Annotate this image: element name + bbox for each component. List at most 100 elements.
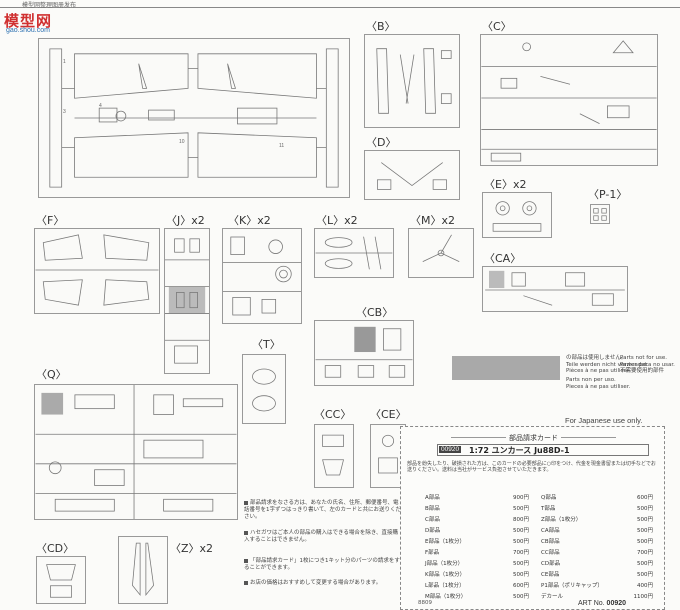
sprue-t-label: 〈T〉 <box>252 338 281 351</box>
bullet-icon <box>244 580 248 585</box>
order-note: 部品請求をなさる方は、あなたの氏名、住所、郵便番号、電話番号を1字ずつはっきり書… <box>244 500 402 520</box>
sprue-t-frame <box>242 354 286 424</box>
price-value: 700円 <box>513 550 529 556</box>
sprue-k-drawing <box>223 236 301 316</box>
price-part-name: CB部品 <box>541 539 560 545</box>
part-number: 1 <box>63 59 66 65</box>
price-part-name: CC部品 <box>541 550 560 556</box>
sprue-cb-frame <box>314 320 414 386</box>
sprue-c-frame <box>480 34 658 166</box>
sprue-m-frame <box>408 228 474 278</box>
unused-parts-swatch <box>452 356 560 380</box>
site-logo[interactable]: 模型网 gao.shou.com <box>4 10 68 36</box>
sprue-m-drawing <box>422 234 460 262</box>
price-value: 400円 <box>637 583 653 589</box>
price-part-name: L部品（1枚分） <box>425 583 465 589</box>
price-value: 1100円 <box>633 594 654 600</box>
order-note: 「部品請求カード」1枚につき1キット分のパーツの請求をすることができます。 <box>244 558 400 571</box>
sprue-cc-frame <box>314 424 354 488</box>
sprue-ca-frame <box>482 266 628 312</box>
order-note: お店の価格はおすすめして変更する場合があります。 <box>244 580 402 587</box>
price-value: 500円 <box>637 517 653 523</box>
part-number: 11 <box>279 143 285 149</box>
price-part-name: デカール <box>541 594 564 600</box>
card-product-code: 00920 <box>439 446 462 453</box>
price-part-name: K部品（1枚分） <box>425 572 466 578</box>
page-header: 模型网整理图册发布 <box>0 0 680 9</box>
card-title: 部品請求カード <box>401 433 666 443</box>
sprue-d-label: 〈D〉 <box>366 136 397 149</box>
sprue-p1-label: 〈P-1〉 <box>588 188 628 201</box>
sprue-t-drawing <box>252 368 276 412</box>
art-number: ART No. 00920 <box>578 600 627 607</box>
price-value: 700円 <box>637 550 653 556</box>
sprue-z-drawing <box>132 542 154 597</box>
price-value: 600円 <box>637 495 653 501</box>
sprue-p1-drawing <box>593 208 607 221</box>
price-part-name: E部品（1枚分） <box>425 539 465 545</box>
bullet-icon <box>244 530 248 535</box>
sprue-z-frame <box>118 536 168 604</box>
sprue-j-label: 〈J〉x2 <box>166 214 205 227</box>
sprue-ce-label: 〈CE〉 <box>370 408 407 421</box>
price-value: 800円 <box>513 517 529 523</box>
legend-text: の部品は使用しません。 <box>566 355 627 361</box>
sprue-cb-drawing <box>315 326 413 378</box>
sprue-c-label: 〈C〉 <box>482 20 512 33</box>
legend-text: Partes para no usar. <box>620 361 675 368</box>
price-part-name: B部品 <box>425 506 440 512</box>
japan-use-note: For Japanese use only. <box>565 416 643 425</box>
legend-text: Parts non per uso. <box>566 377 616 383</box>
sprue-b-label: 〈B〉 <box>366 20 396 33</box>
card-product-box <box>437 444 649 456</box>
sprue-f-drawing <box>35 234 159 306</box>
sprue-b-drawing <box>376 48 452 114</box>
price-value: 500円 <box>513 539 529 545</box>
price-part-name: CD部品 <box>541 561 561 567</box>
sprue-q-frame <box>34 384 238 520</box>
sprue-z-label: 〈Z〉x2 <box>170 542 214 555</box>
price-value: 500円 <box>513 561 529 567</box>
price-value: 500円 <box>513 506 529 512</box>
bullet-icon <box>244 558 248 563</box>
price-part-name: F部品 <box>425 550 440 556</box>
sprue-cc-label: 〈CC〉 <box>314 408 352 421</box>
sprue-p1-frame <box>590 204 610 224</box>
sprue-ca-drawing <box>485 270 625 306</box>
card-instructions: 部品を紛失したり、破損された方は、このカードの必要部品に○印をつけ、代金を現金書… <box>407 461 656 473</box>
logo-main-text: 模型网 <box>4 12 53 30</box>
price-value: 500円 <box>637 561 653 567</box>
price-value: 500円 <box>513 594 529 600</box>
sprue-ce-drawing <box>378 434 398 474</box>
sprue-k-frame <box>222 228 302 324</box>
logo-sub-text: gao.shou.com <box>6 27 50 34</box>
part-number: 10 <box>179 139 185 145</box>
sprue-j-frame <box>164 228 210 374</box>
sprue-f-label: 〈F〉 <box>36 214 65 227</box>
legend-col-3: Parts non per uso. Pieces à ne pas utili… <box>566 377 630 390</box>
legend-text: Parts not for use. <box>620 355 668 361</box>
sprue-l-frame <box>314 228 394 278</box>
sprue-e-drawing <box>492 201 542 232</box>
sprue-e-label: 〈E〉x2 <box>484 178 527 191</box>
price-part-name: A部品 <box>425 495 440 501</box>
sprue-cc-drawing <box>322 434 344 476</box>
legend-col-1: の部品は使用しません。 Teile werden nicht verwendet… <box>566 355 649 375</box>
sprue-d-frame <box>364 150 460 200</box>
sprue-cd-label: 〈CD〉 <box>36 542 75 555</box>
price-part-name: CA部品 <box>541 528 560 534</box>
price-part-name: Q部品 <box>541 495 557 501</box>
sprue-c-drawing <box>481 40 657 162</box>
sprue-b-frame <box>364 34 460 128</box>
price-part-name: J部品（1枚分） <box>425 561 464 567</box>
legend-text: 不需要使用的部件 <box>620 368 665 374</box>
sprue-d-drawing <box>377 162 447 190</box>
sprue-cb-label: 〈CB〉 <box>356 306 394 319</box>
price-part-name: T部品 <box>541 506 556 512</box>
part-number: 4 <box>99 103 102 109</box>
price-part-name: P1部品（ポリキャップ） <box>541 583 603 589</box>
bullet-icon <box>244 500 248 505</box>
legend-col-2: Parts not for use. Partes para no usar. … <box>620 355 675 375</box>
sprue-a-drawing <box>49 48 339 188</box>
